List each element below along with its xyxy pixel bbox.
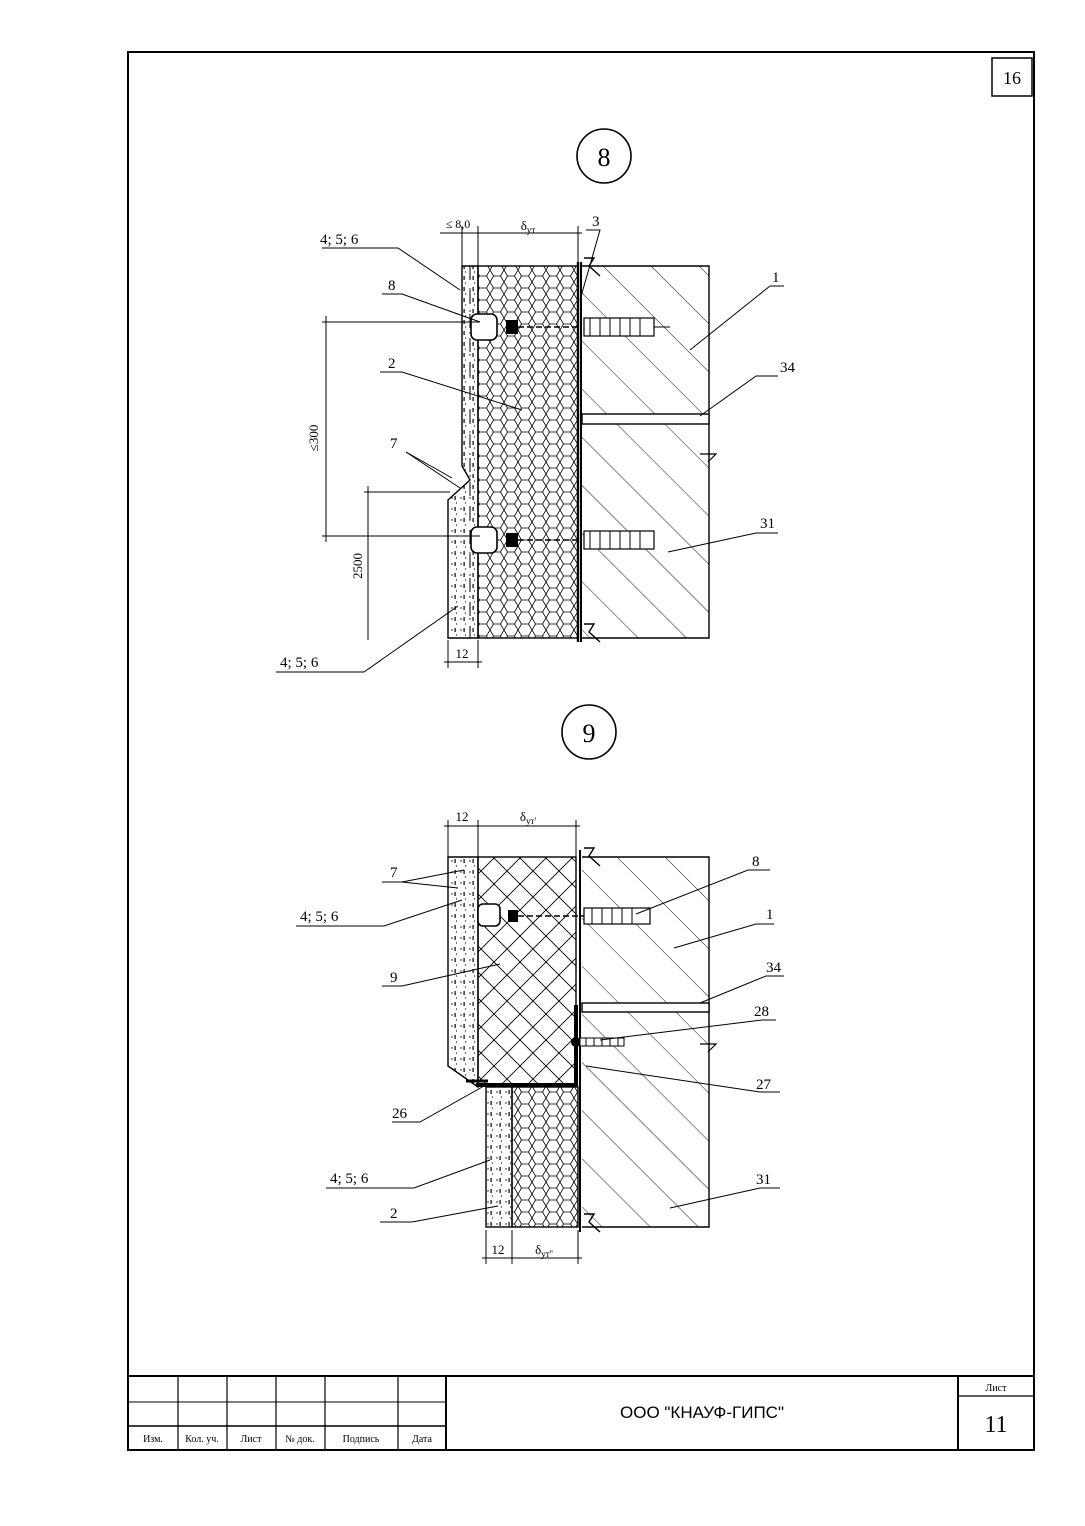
label-8-wall: 1 <box>772 270 780 286</box>
sheet-number-box <box>991 57 1033 97</box>
dimension-bottom-9 <box>482 1230 582 1264</box>
wall-outline <box>582 265 710 639</box>
label-9-slab-joint: 34 <box>766 960 782 976</box>
slab-joint <box>581 413 710 425</box>
detail-8-marker-circle <box>576 128 632 184</box>
dim-gap: ≤ 8,0 <box>446 217 471 231</box>
dimension-height <box>364 486 450 640</box>
dim-9-ins-bottom: δут'' <box>535 1242 553 1259</box>
break-mark-bottom <box>584 623 601 643</box>
detail-8: 8 <box>276 128 796 673</box>
label-8-bottom-layers: 4; 5; 6 <box>280 655 319 671</box>
plaster-layer-9-lower <box>485 1086 513 1228</box>
label-9-bracket: 27 <box>756 1077 772 1093</box>
dim-9-ins-top: δут' <box>520 809 537 826</box>
label-9-dowel: 8 <box>752 854 760 870</box>
label-9-slab: 31 <box>756 1172 771 1188</box>
break-mark-top <box>584 257 601 277</box>
title-col-change: Изм. <box>143 1434 163 1445</box>
sheet-number: 11 <box>984 1412 1007 1438</box>
title-col-date: Дата <box>412 1434 432 1445</box>
dim-height: 2500 <box>350 553 365 579</box>
dowel-upper <box>470 313 670 341</box>
label-9-wall: 1 <box>766 907 774 923</box>
dim-ins-thickness: δут <box>521 218 536 235</box>
label-8-slab-joint: 34 <box>780 360 796 376</box>
dimension-bottom <box>444 640 482 668</box>
label-8-glue: 3 <box>592 214 600 230</box>
slab-joint-9 <box>581 1002 710 1013</box>
wall-outline-9 <box>582 856 710 1228</box>
break-mark-bottom-9 <box>584 1213 601 1233</box>
title-col-sheet: Лист <box>241 1434 263 1445</box>
dimension-top <box>440 226 582 266</box>
label-8-top-layers: 4; 5; 6 <box>320 232 359 248</box>
leaders-9 <box>296 869 784 1223</box>
title-col-signature: Подпись <box>343 1434 380 1445</box>
mineral-wool-panel <box>477 856 577 1086</box>
break-mark-right-9 <box>700 1043 718 1053</box>
title-block <box>128 1375 1034 1450</box>
organization-name: ООО "КНАУФ-ГИПС" <box>620 1403 784 1422</box>
wall-block <box>582 266 709 416</box>
dim-9-plaster-top: 12 <box>456 809 469 824</box>
label-9-insulation: 2 <box>390 1206 398 1222</box>
title-col-doc: № док. <box>285 1434 315 1445</box>
dim-9-plaster-bottom: 12 <box>492 1242 505 1257</box>
label-8-slab: 31 <box>760 516 775 532</box>
dimension-step <box>322 316 480 542</box>
leaders-8 <box>276 229 784 673</box>
label-9-bottom-layers: 4; 5; 6 <box>330 1171 369 1187</box>
label-8-dowel: 8 <box>388 278 396 294</box>
sheet-frame <box>127 51 1035 1451</box>
detail-9: 9 <box>296 704 784 1264</box>
dim-plaster: 12 <box>456 646 469 661</box>
anchor-28 <box>571 1037 625 1047</box>
dowel-lower <box>470 526 655 554</box>
detail-8-marker: 8 <box>598 143 611 172</box>
slab-block-9 <box>582 1012 709 1227</box>
label-9-mineral-wool: 9 <box>390 970 398 986</box>
break-mark-top-9 <box>584 847 601 867</box>
dowel-9 <box>477 903 651 927</box>
label-9-anchor: 28 <box>754 1004 769 1020</box>
detail-9-marker: 9 <box>583 719 596 748</box>
label-8-mesh: 7 <box>390 436 398 452</box>
dim-step: ≤300 <box>306 425 321 452</box>
label-8-insulation: 2 <box>388 356 396 372</box>
break-mark-right <box>700 453 718 463</box>
insulation-panel-9-lower <box>511 1086 579 1228</box>
sheet-corner-number: 16 <box>1003 68 1021 88</box>
detail-9-marker-circle <box>561 704 617 760</box>
wall-block-9 <box>582 857 709 1003</box>
bracket-profile <box>476 1005 578 1087</box>
label-9-top-layers: 4; 5; 6 <box>300 909 339 925</box>
label-9-mesh: 7 <box>390 865 398 881</box>
title-col-count: Кол. уч. <box>185 1434 219 1445</box>
sheet-label: Лист <box>986 1383 1008 1394</box>
dimension-top-9 <box>444 820 580 857</box>
label-9-profile: 26 <box>392 1106 408 1122</box>
